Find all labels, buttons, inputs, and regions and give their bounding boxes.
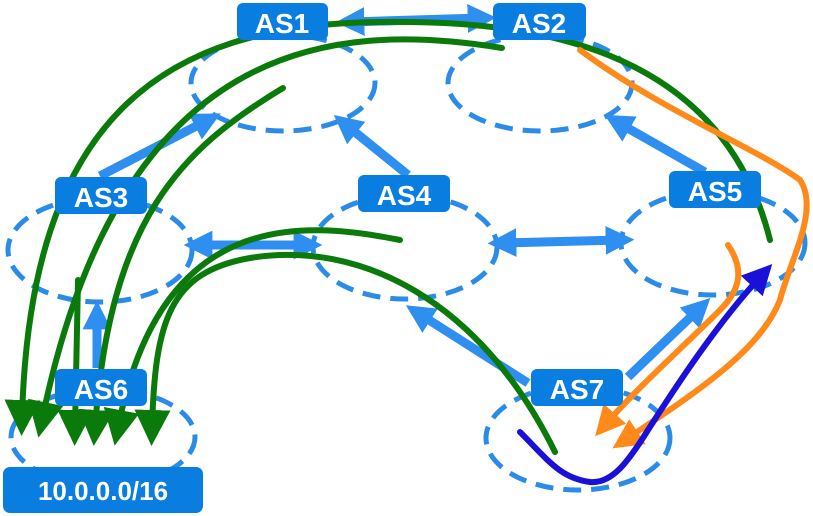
as3-node: AS3 (55, 177, 147, 214)
as-links (82, 4, 711, 387)
darkblue-route-as7-as5 (517, 264, 773, 486)
as2-ellipse (445, 32, 635, 134)
orange-route-as2-as5-as7 (577, 47, 810, 449)
link-as7-as4 (405, 305, 531, 387)
darkblue-routes (517, 264, 773, 486)
as5-node: AS5 (669, 171, 761, 208)
as7-label: AS7 (550, 374, 604, 405)
as2-node: AS2 (493, 3, 586, 40)
green-route-as4 (103, 227, 403, 446)
as3-label: AS3 (74, 182, 128, 213)
link-as7-as5 (624, 298, 711, 381)
as-labels: AS1 AS2 AS3 AS4 AS5 AS6 AS7 (55, 3, 761, 406)
as1-label: AS1 (255, 8, 309, 39)
as6-label: AS6 (74, 374, 128, 405)
link-as5-as2 (604, 114, 708, 176)
link-as4-as5 (487, 225, 635, 258)
link-as3-as1 (97, 113, 221, 180)
green-route-as2 (27, 36, 505, 438)
as4-label: AS4 (377, 180, 432, 211)
prefix-label: 10.0.0.0/16 (38, 476, 168, 506)
as7-node: AS7 (531, 369, 623, 406)
as2-label: AS2 (512, 8, 566, 39)
link-as4-as1 (333, 114, 411, 179)
as6-node: AS6 (55, 369, 147, 406)
green-route-as1 (78, 85, 286, 446)
green-route-as7 (134, 251, 558, 455)
as4-node: AS4 (358, 175, 450, 212)
as5-label: AS5 (688, 176, 742, 207)
green-routes (4, 18, 773, 455)
orange-routes (577, 47, 810, 449)
prefix-node: 10.0.0.0/16 (3, 467, 203, 513)
as1-node: AS1 (237, 3, 328, 40)
orange-route-as5-as7 (595, 242, 742, 437)
